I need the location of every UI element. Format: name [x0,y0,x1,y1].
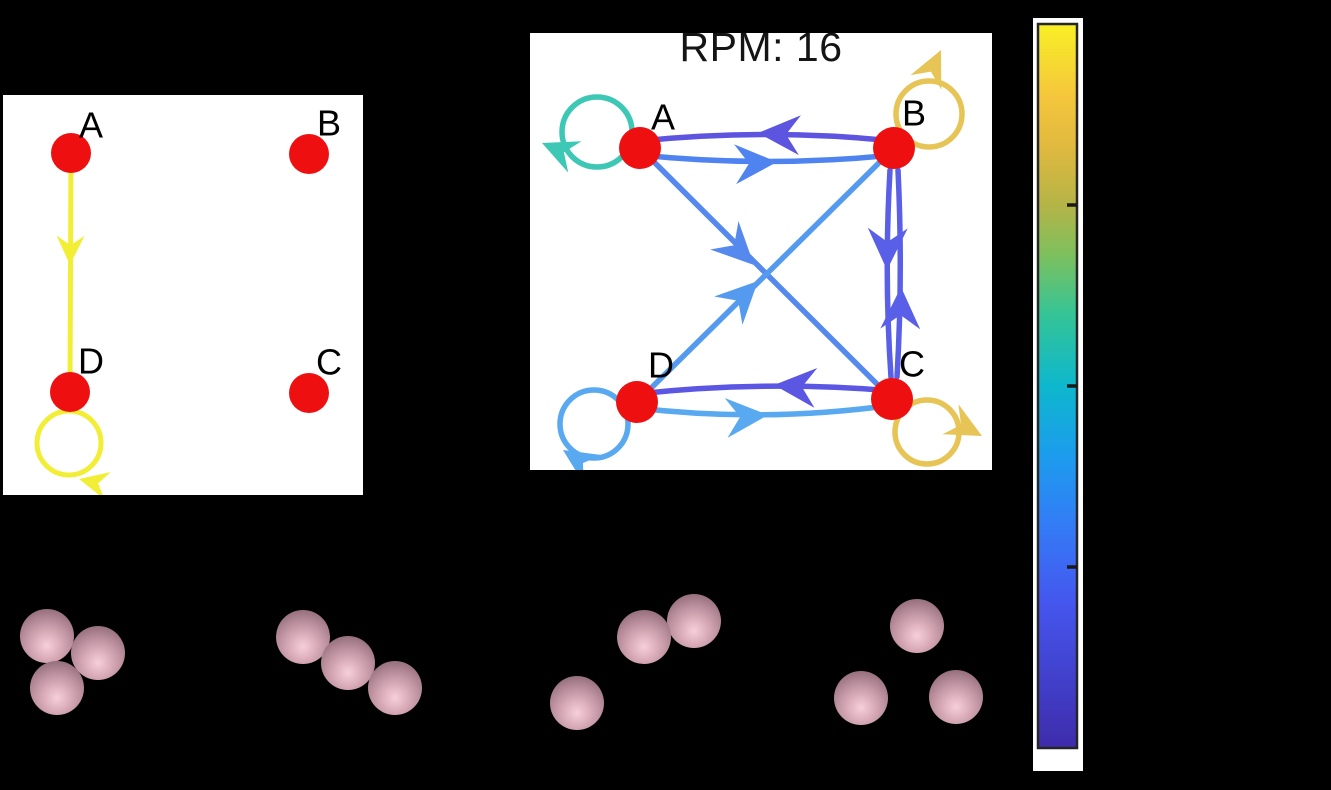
edge-arrow [910,50,942,90]
edge-arrow [880,287,921,330]
graph-node-a [51,133,91,173]
left-graph-panel: A B D C [3,95,363,495]
edge-arrow [724,397,768,438]
rpm-graph-panel: RPM: 16 A B D C [530,25,992,470]
graph-node-c [871,378,913,420]
molecule-sphere [890,599,944,653]
edge-arrow [774,367,818,408]
graph-edge [884,167,894,380]
molecule-sphere [321,636,375,690]
colorbar-tick [1067,203,1077,207]
self-loop-edge [893,78,965,150]
molecule-sphere [20,609,74,663]
node-label-c: C [316,342,342,383]
colorbar-tick [1067,384,1077,388]
graph-edge [894,167,904,380]
colorbar [1033,18,1083,771]
node-label-a: A [79,105,103,146]
edge-arrow [867,227,908,270]
node-label-d: D [78,341,104,382]
self-loop-edge [34,408,104,478]
edge-arrow [710,221,754,265]
edge-arrow [758,115,801,156]
graph-node-a [619,127,661,169]
graph-node-c [289,373,329,413]
molecule-sphere [617,610,671,664]
graph-edge [634,145,897,405]
molecule-sphere [929,670,983,724]
graph-node-b [873,127,915,169]
molecule-sphere [667,594,721,648]
edge-arrow [56,235,85,265]
molecule-sphere [834,671,888,725]
graph-node-d [50,372,90,412]
molecule-sphere [550,676,604,730]
graph-node-b [289,134,329,174]
node-label-b: B [902,93,926,134]
colorbar-svg [1036,22,1079,750]
molecule-sphere [30,661,84,715]
graph-node-d [616,381,658,423]
rpm-graph-svg: A B D C [542,50,982,470]
colorbar-tick [1067,565,1077,569]
left-graph-svg: A B D C [34,103,342,495]
graph-edge [634,383,896,397]
node-label-c: C [899,344,925,385]
graph-edge [67,150,74,395]
node-label-a: A [651,97,675,138]
edge-arrow [79,471,111,495]
rpm-title: RPM: 16 [679,24,843,70]
node-label-d: D [648,345,674,386]
edge-arrow [734,144,777,185]
graph-edge [634,402,896,418]
node-label-b: B [317,103,341,144]
molecule-sphere [71,626,125,680]
edge-arrow [563,450,603,470]
molecule-sphere [368,661,422,715]
edge-arrow [714,281,758,325]
edge-arrow [542,141,582,173]
edge-arrow [942,404,982,436]
